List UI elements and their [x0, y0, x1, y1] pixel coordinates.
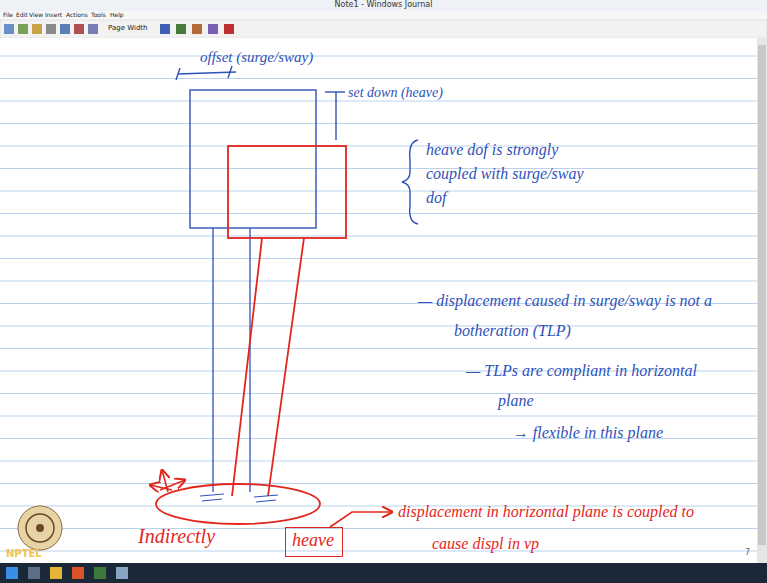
menu-item: Insert — [45, 11, 62, 18]
ruled-line — [0, 56, 757, 57]
handwritten-note: → flexible in this plane — [488, 420, 663, 446]
ruled-line — [0, 483, 757, 484]
menu-bar — [0, 11, 767, 20]
menu-item: Help — [110, 11, 124, 18]
zoom-menu: Page Width — [108, 24, 148, 32]
ruled-line — [0, 528, 757, 529]
scroll-thumb — [758, 45, 766, 545]
node-text: heave — [292, 530, 336, 552]
handwritten-note: offset (surge/sway) — [200, 48, 313, 66]
ruled-line — [0, 258, 757, 259]
handwritten-note: — TLPs are compliant in horizontal plane — [466, 356, 698, 416]
menu-item: Edit — [16, 11, 28, 18]
taskbar — [0, 563, 767, 583]
initial-platform — [190, 90, 316, 228]
leader-arrow — [330, 512, 392, 527]
taskbar-icons — [6, 567, 128, 579]
ruled-line — [0, 101, 757, 102]
logo-text: NPTEL — [6, 548, 42, 560]
menu-item: Tools — [91, 11, 106, 18]
handwritten-note: Indirectly — [138, 524, 215, 548]
ruled-line — [0, 393, 757, 394]
ruled-line — [0, 551, 757, 552]
ruled-line — [0, 146, 757, 147]
handwritten-note: — displacement caused in surge/sway is n… — [418, 286, 754, 346]
ruled-line — [0, 281, 757, 282]
handwritten-note: heave dof is strongly coupled with surge… — [426, 138, 586, 210]
menu-item: View — [29, 11, 43, 18]
ruled-line — [0, 191, 757, 192]
nptel-logo — [18, 506, 62, 550]
ruled-line — [0, 326, 757, 327]
offset-dimension — [176, 66, 236, 80]
motion-arrow — [150, 485, 172, 490]
seabed-template — [156, 484, 320, 524]
initial-tethers — [213, 228, 250, 492]
handwritten-note: set down (heave) — [348, 84, 443, 101]
handwritten-note: displacement in horizontal plane is coup… — [398, 496, 732, 560]
ruled-line — [0, 348, 757, 349]
scrollbar — [757, 38, 767, 563]
anchor-marks — [200, 494, 278, 502]
brace — [402, 140, 418, 224]
ruled-line — [0, 416, 757, 417]
window-title: Note1 - Windows Journal — [0, 0, 767, 10]
motion-arrow — [162, 470, 168, 492]
setdown-dimension — [325, 92, 345, 140]
toolbar — [0, 20, 767, 38]
boxed-word: heave — [285, 527, 343, 557]
ruled-line — [0, 213, 757, 214]
ruled-line — [0, 168, 757, 169]
menu-item: Actions — [66, 11, 88, 18]
ruled-line — [0, 236, 757, 237]
ruled-line — [0, 461, 757, 462]
ruled-line — [0, 78, 757, 79]
ruled-lines — [0, 56, 757, 551]
displaced-platform — [228, 146, 346, 238]
menu-item: File — [3, 11, 13, 18]
displaced-tethers — [232, 238, 304, 496]
title-bar — [0, 0, 767, 11]
paper — [0, 38, 757, 563]
toolbar-icons — [4, 24, 234, 34]
ruled-line — [0, 123, 757, 124]
page-number: 7 — [745, 548, 750, 558]
